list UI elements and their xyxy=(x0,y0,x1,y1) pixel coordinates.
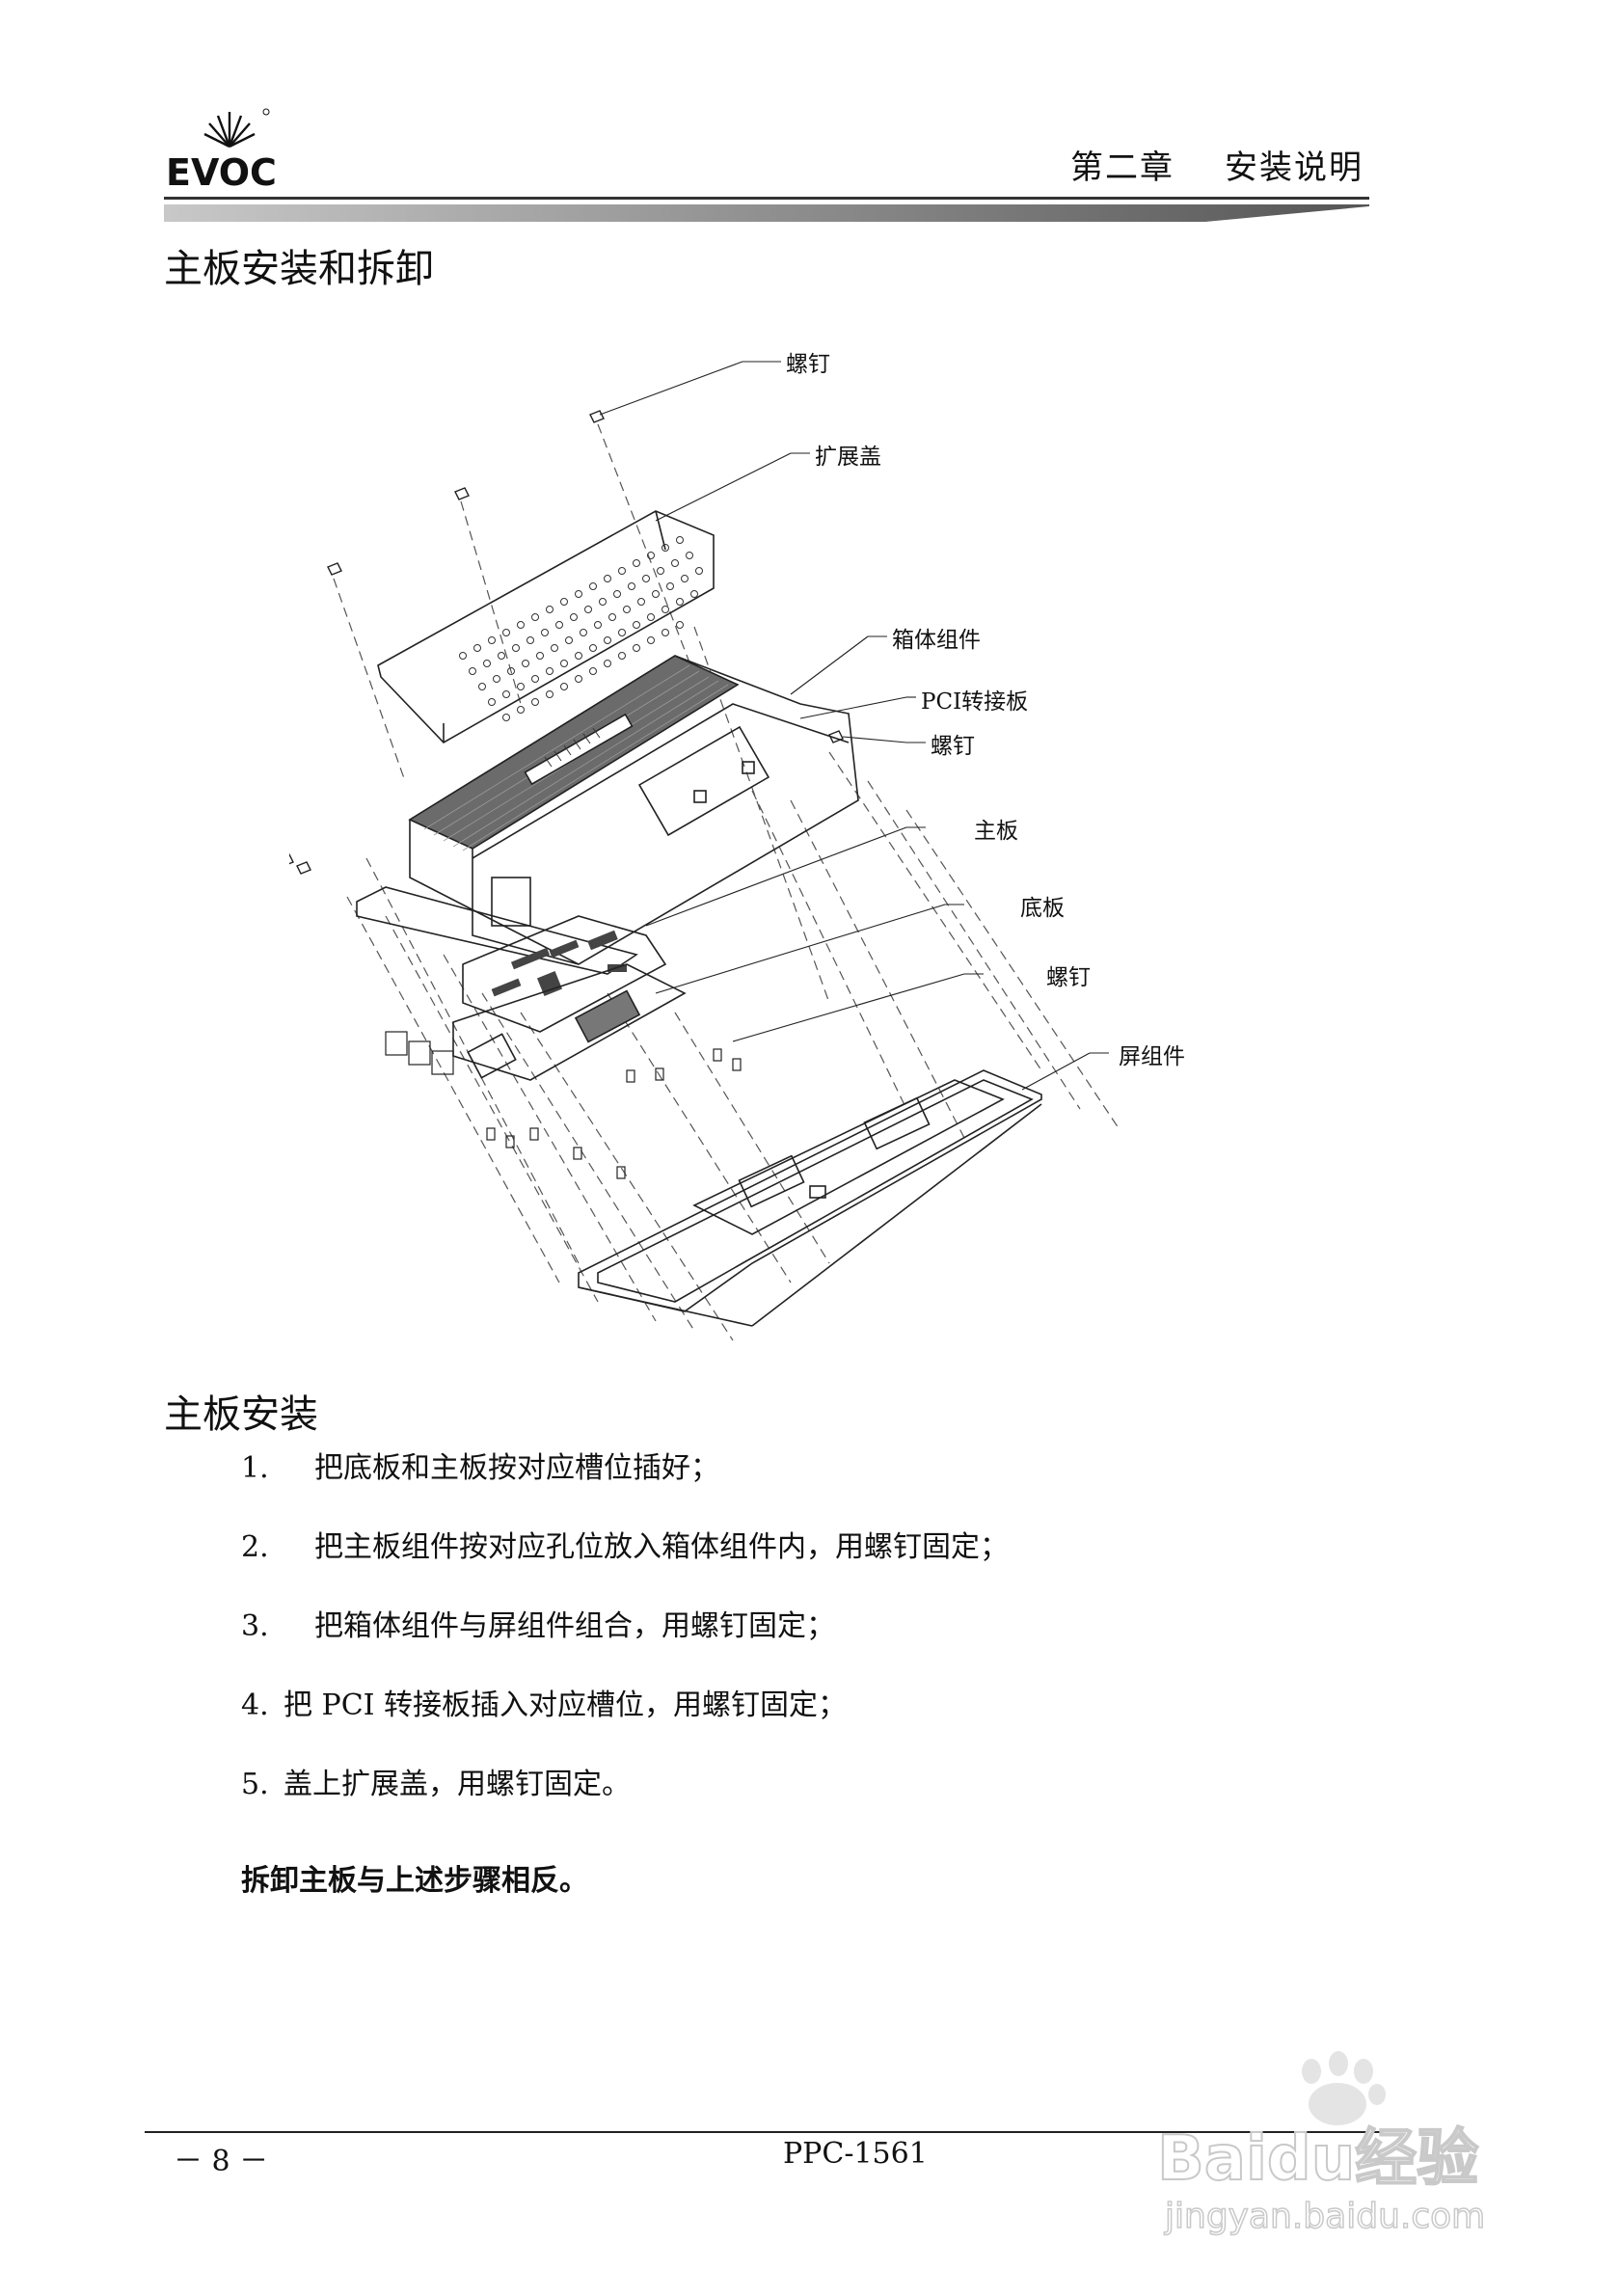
step-item: 2. 把主板组件按对应孔位放入箱体组件内，用螺钉固定； xyxy=(241,1528,1009,1607)
step-number: 1. xyxy=(241,1451,269,1485)
watermark-brand: Baidu经验 xyxy=(1157,2123,1478,2195)
footer-rule xyxy=(145,2131,1389,2133)
label-screen-assembly: 屏组件 xyxy=(1119,1044,1185,1069)
label-screw-mid: 螺钉 xyxy=(931,734,975,759)
header-rule xyxy=(164,197,1369,230)
chassis-drawing xyxy=(408,655,859,965)
step-text: 把主板组件按对应孔位放入箱体组件内，用螺钉固定； xyxy=(314,1530,1009,1564)
label-screw-top: 螺钉 xyxy=(786,352,830,377)
step-text: 把底板和主板按对应槽位插好； xyxy=(314,1451,719,1485)
exploded-diagram: 螺钉 扩展盖 箱体组件 PCI转接板 螺钉 主板 底板 螺钉 屏组件 xyxy=(279,338,1205,1350)
expansion-cover-drawing xyxy=(377,510,715,744)
install-title: 主板安装 xyxy=(164,1392,318,1437)
label-pci-riser: PCI转接板 xyxy=(921,689,1029,715)
label-expansion-cover: 扩展盖 xyxy=(815,445,881,470)
label-screw-low: 螺钉 xyxy=(1046,965,1091,990)
watermark-url: jingyan.baidu.com xyxy=(1164,2197,1485,2236)
step-number: 3. xyxy=(241,1609,269,1643)
step-item: 5. 盖上扩展盖，用螺钉固定。 xyxy=(241,1766,1009,1845)
mainboard-drawing xyxy=(462,915,667,1033)
section-title: 主板安装和拆卸 xyxy=(164,247,434,291)
install-steps: 1. 把底板和主板按对应槽位插好； 2. 把主板组件按对应孔位放入箱体组件内，用螺钉… xyxy=(241,1449,1009,1845)
model-name: PPC-1561 xyxy=(783,2137,928,2171)
base-board-drawing xyxy=(385,963,687,1081)
removal-note: 拆卸主板与上述步骤相反。 xyxy=(241,1864,588,1898)
logo-text: EVOC xyxy=(166,151,277,191)
step-text: 盖上扩展盖，用螺钉固定。 xyxy=(284,1768,631,1801)
step-text: 把 PCI 转接板插入对应槽位，用螺钉固定； xyxy=(284,1688,848,1722)
step-number: 2. xyxy=(241,1530,269,1564)
step-number: 4. xyxy=(241,1688,269,1722)
label-base-board: 底板 xyxy=(1020,896,1065,921)
screen-assembly-drawing xyxy=(578,1069,1042,1327)
label-chassis-assembly: 箱体组件 xyxy=(892,628,981,653)
page-number: － 8 － xyxy=(174,2145,269,2178)
label-mainboard: 主板 xyxy=(974,819,1018,844)
step-item: 1. 把底板和主板按对应槽位插好； xyxy=(241,1449,1009,1528)
step-text: 把箱体组件与屏组件组合，用螺钉固定； xyxy=(314,1609,835,1643)
evoc-logo: EVOC xyxy=(164,104,289,194)
chapter-title: 安装说明 xyxy=(1225,149,1364,187)
chapter-number: 第二章 xyxy=(1070,149,1174,187)
step-item: 4. 把 PCI 转接板插入对应槽位，用螺钉固定； xyxy=(241,1687,1009,1766)
chapter-header: 第二章 安装说明 xyxy=(1070,141,1364,188)
step-number: 5. xyxy=(241,1768,269,1801)
step-item: 3. 把箱体组件与屏组件组合，用螺钉固定； xyxy=(241,1607,1009,1687)
baidu-watermark: Baidu经验 jingyan.baidu.com xyxy=(1148,2044,1562,2237)
